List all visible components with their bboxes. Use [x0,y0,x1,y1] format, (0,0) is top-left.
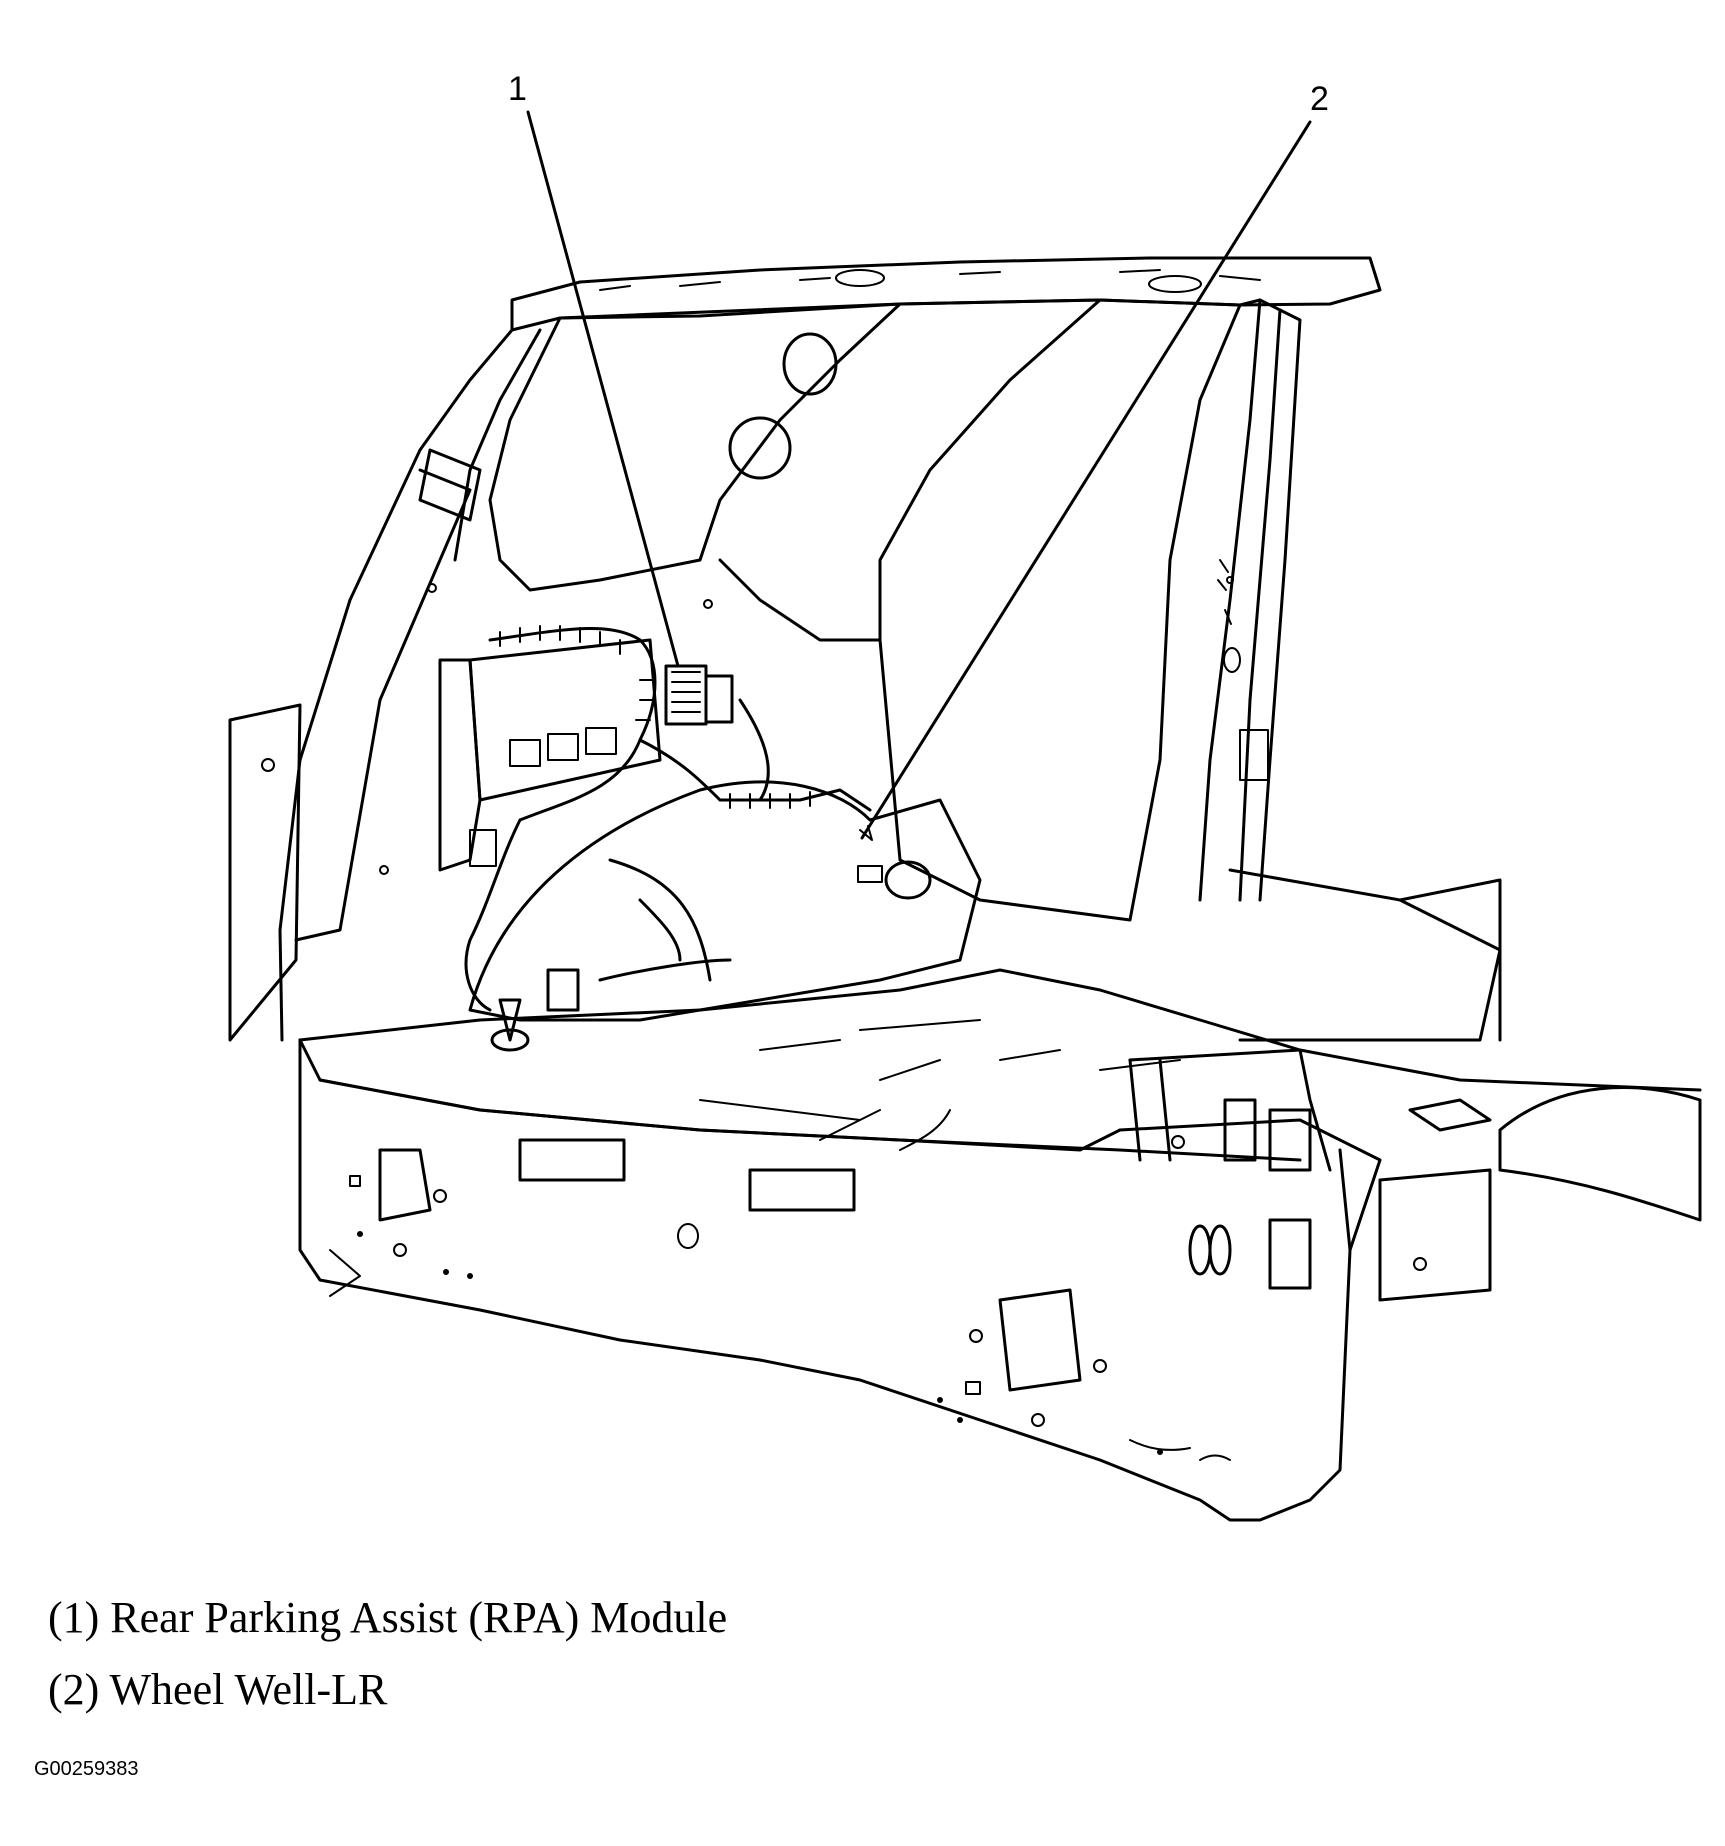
quarter-window-opening [488,298,1242,922]
roof-rail [510,256,1382,332]
callout-number-2: 2 [1310,80,1329,118]
figure-id: G00259383 [34,1758,139,1780]
legend-item-rpa-module: (1) Rear Parking Assist (RPA) Module [48,1593,728,1642]
leader-line-2 [860,120,1312,840]
left-quarter-panel [228,328,542,1042]
cargo-floor [298,968,1702,1302]
callout-number-1: 1 [508,70,527,108]
leader-line-1 [526,110,680,668]
rear-electrical-panel [438,638,662,872]
lr-wheel-well [468,780,982,1022]
rpa-module [664,664,734,726]
right-pillar [1198,298,1502,1042]
rear-end-panel [298,1038,1427,1522]
wiring-harness [464,625,872,1012]
legend-item-wheel-well: (2) Wheel Well-LR [48,1665,388,1714]
vehicle-rear-body-line-drawing [228,110,1702,1522]
